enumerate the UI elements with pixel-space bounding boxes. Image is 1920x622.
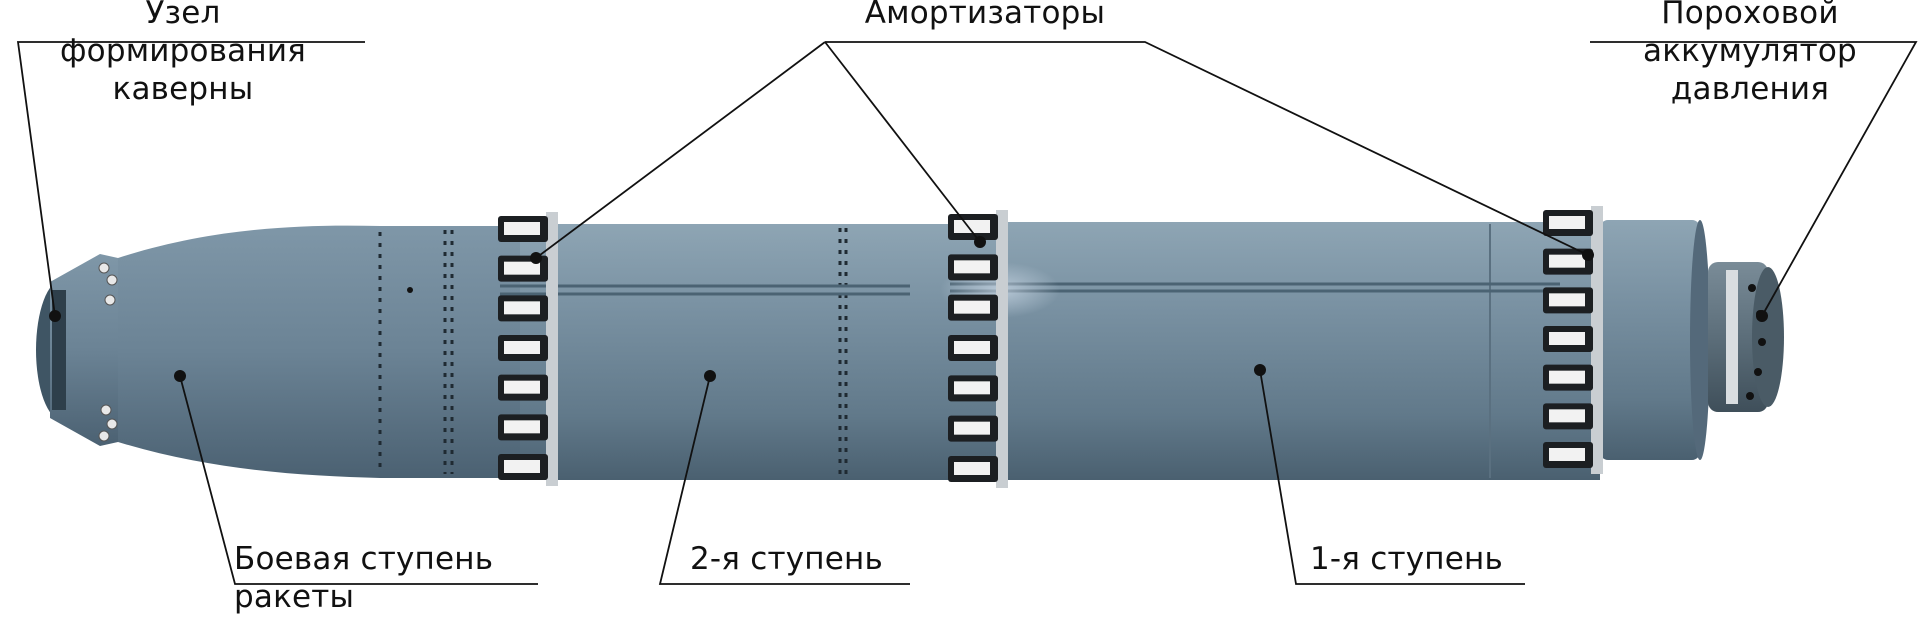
ring-band bbox=[1591, 206, 1603, 474]
shock-absorber-ring-3 bbox=[1543, 206, 1603, 474]
shock-absorber-pad bbox=[1549, 448, 1585, 461]
shock-absorber-pad bbox=[504, 341, 540, 354]
first-stage-body bbox=[980, 222, 1600, 480]
ring-band bbox=[546, 212, 558, 486]
shock-absorber-pad bbox=[954, 341, 990, 354]
shock-absorber-pad bbox=[954, 381, 990, 395]
shock-absorber-ring-2 bbox=[948, 210, 1008, 488]
powder-pressure-accumulator bbox=[1708, 262, 1784, 412]
ring-band bbox=[996, 210, 1008, 488]
shock-absorber-pad bbox=[504, 380, 540, 394]
shock-absorber-pad bbox=[954, 300, 990, 314]
dot-marker-icon bbox=[974, 236, 986, 248]
shock-absorber-pad bbox=[504, 301, 540, 315]
cavity-forming-unit bbox=[36, 254, 118, 446]
shock-absorber-pad bbox=[1549, 332, 1585, 345]
second-stage-body bbox=[520, 224, 980, 480]
aft-section bbox=[1600, 220, 1700, 460]
shock-absorber-pad bbox=[1549, 409, 1585, 423]
shock-absorber-pad bbox=[1549, 370, 1585, 384]
shock-absorber-pad bbox=[1549, 293, 1585, 307]
dot-marker-icon bbox=[407, 287, 413, 293]
shock-absorber-pad bbox=[504, 261, 540, 275]
label-cavity-forming-unit: Узел формирования каверны bbox=[59, 0, 307, 107]
shock-absorber-pad bbox=[504, 222, 540, 235]
dot-marker-icon bbox=[1756, 310, 1768, 322]
dot-marker-icon bbox=[1254, 364, 1266, 376]
shock-absorber-pad bbox=[954, 462, 990, 475]
shock-absorber-pad bbox=[954, 220, 990, 233]
shock-absorber-pad bbox=[954, 260, 990, 274]
warhead-stage-body bbox=[118, 225, 520, 478]
stage-seams bbox=[378, 228, 848, 476]
leader-lines bbox=[16, 41, 1918, 585]
shock-absorber-pad bbox=[1549, 216, 1585, 229]
shock-absorber-pad bbox=[1549, 254, 1585, 268]
dot-marker-icon bbox=[1582, 249, 1594, 261]
dot-marker-icon bbox=[530, 252, 542, 264]
label-powder-pressure-accumulator: Пороховой аккумулятор давления bbox=[1643, 0, 1857, 107]
label-second-stage: 2-я ступень bbox=[690, 541, 883, 577]
label-shock-absorbers: Амортизаторы bbox=[864, 0, 1106, 31]
dot-marker-icon bbox=[174, 370, 186, 382]
shock-absorber-ring-1 bbox=[498, 212, 558, 486]
shock-absorber-pad bbox=[504, 420, 540, 434]
label-warhead-stage: Боевая ступень ракеты bbox=[234, 541, 494, 615]
shock-absorber-pad bbox=[504, 460, 540, 473]
dot-marker-icon bbox=[49, 310, 61, 322]
shock-absorber-pad bbox=[954, 421, 990, 435]
leader-dots bbox=[49, 236, 1768, 382]
dot-marker-icon bbox=[704, 370, 716, 382]
label-first-stage: 1-я ступень bbox=[1310, 541, 1503, 577]
